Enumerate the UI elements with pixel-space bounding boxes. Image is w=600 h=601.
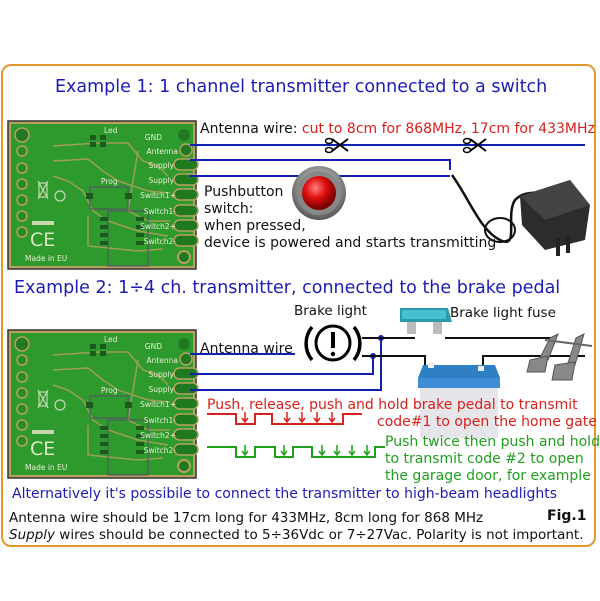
- code2-waveform: [207, 445, 385, 458]
- antenna-wire-label-2: Antenna wire: [200, 341, 293, 357]
- alternative-note: Alternatively it's possibile to connect …: [12, 486, 558, 502]
- code1-line: Push, release, push and hold brake pedal…: [207, 397, 578, 413]
- car-pedals-icon: [526, 332, 593, 381]
- power-adapter-icon: [450, 174, 590, 256]
- transmitter-pcb-2: [7, 329, 199, 479]
- code1-waveform: [207, 412, 362, 425]
- code2-line: Push twice then push and hold: [385, 434, 600, 450]
- scissors-icon: [462, 137, 487, 154]
- scissors-icon: [324, 137, 349, 154]
- pushbutton-description: Pushbutton switch: when pressed, device …: [204, 184, 496, 252]
- fuse-label: Brake light fuse: [450, 305, 556, 321]
- example2-title: Example 2: 1÷4 ch. transmitter, connecte…: [14, 278, 561, 298]
- antenna-cut-note: cut to 8cm for 868MHz, 17cm for 433MHz: [301, 121, 595, 137]
- figure-label: Fig.1: [547, 508, 587, 524]
- code2-line: to transmit code #2 to open: [385, 451, 584, 467]
- brake-warning-light-icon: [304, 324, 362, 362]
- antenna-label: Antenna wire:: [200, 121, 302, 137]
- car-battery-icon: [418, 363, 500, 438]
- antenna-note-1: Antenna wire: cut to 8cm for 868MHz, 17c…: [200, 121, 595, 137]
- pushbutton-line: device is powered and starts transmittin…: [204, 235, 497, 251]
- footer-supply-note: Supply wires should be connected to 5÷36…: [9, 527, 584, 543]
- pushbutton-line: switch:: [204, 201, 254, 217]
- transmitter-pcb-1: [7, 120, 199, 270]
- code2-line: the garage door, for example: [385, 468, 591, 484]
- blade-fuse-icon: [400, 308, 452, 334]
- supply-wire-1a: [190, 159, 451, 170]
- pushbutton-line: when pressed,: [204, 218, 306, 234]
- code1-line: code#1 to open the home gate: [377, 414, 597, 430]
- example1-title: Example 1: 1 channel transmitter connect…: [55, 77, 548, 97]
- supply-italic: Supply: [9, 527, 56, 543]
- pushbutton-line: Pushbutton: [204, 184, 284, 200]
- supply-note-rest: wires should be connected to 5÷36Vdc or …: [55, 527, 584, 543]
- footer-antenna-note: Antenna wire should be 17cm long for 433…: [9, 510, 484, 526]
- brake-light-label: Brake light: [294, 303, 367, 319]
- supply-wire-2a: [190, 356, 374, 375]
- red-pushbutton-icon: [292, 166, 346, 220]
- code2-description: Push twice then push and hold to transmi…: [385, 434, 600, 485]
